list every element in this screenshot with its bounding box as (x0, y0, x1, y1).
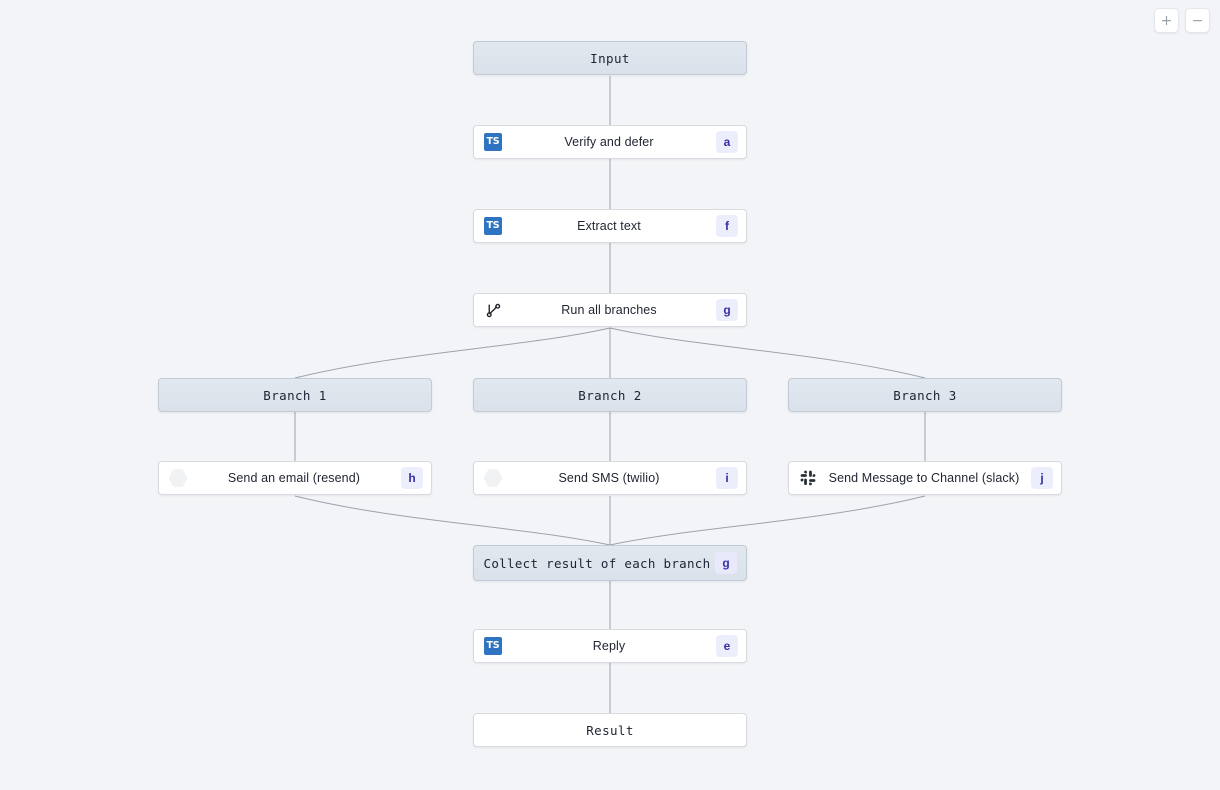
edge-runall-branch3 (609, 327, 926, 379)
node-run-all-branches-badge[interactable]: g (716, 299, 738, 321)
node-branch-1-label: Branch 1 (263, 387, 327, 403)
node-send-sms-badge[interactable]: i (716, 467, 738, 489)
node-verify-and-defer-badge[interactable]: a (716, 131, 738, 153)
edge-runall-branch1 (294, 327, 611, 379)
node-extract-text-badge[interactable]: f (716, 215, 738, 237)
node-send-sms[interactable]: Send SMS (twilio) i (473, 461, 747, 495)
zoom-in-button[interactable]: + (1154, 8, 1179, 33)
edge-email-collect (294, 495, 611, 546)
node-extract-text-label: Extract text (577, 219, 641, 233)
node-reply-label: Reply (592, 639, 626, 653)
slack-icon (797, 467, 819, 489)
node-send-message-to-channel-label: Send Message to Channel (slack) (828, 471, 1020, 485)
node-branch-2-label: Branch 2 (578, 387, 642, 403)
node-input[interactable]: Input (473, 41, 747, 75)
zoom-out-button[interactable]: − (1185, 8, 1210, 33)
node-reply[interactable]: TS Reply e (473, 629, 747, 663)
node-branch-2[interactable]: Branch 2 (473, 378, 747, 412)
node-collect-result[interactable]: Collect result of each branch g (473, 545, 747, 581)
zoom-controls: + − (1154, 8, 1210, 33)
node-run-all-branches[interactable]: Run all branches g (473, 293, 747, 327)
ts-icon: TS (482, 635, 504, 657)
node-result-label: Result (586, 722, 634, 738)
node-input-label: Input (590, 50, 630, 66)
node-branch-3[interactable]: Branch 3 (788, 378, 1062, 412)
resend-icon (167, 467, 189, 489)
node-send-sms-label: Send SMS (twilio) (558, 471, 660, 485)
ts-icon: TS (482, 215, 504, 237)
branch-icon (482, 299, 504, 321)
ts-icon: TS (482, 131, 504, 153)
node-result[interactable]: Result (473, 713, 747, 747)
node-reply-badge[interactable]: e (716, 635, 738, 657)
node-extract-text[interactable]: TS Extract text f (473, 209, 747, 243)
node-send-an-email-label: Send an email (resend) (227, 471, 361, 485)
node-send-an-email[interactable]: Send an email (resend) h (158, 461, 432, 495)
node-verify-and-defer-label: Verify and defer (564, 135, 654, 149)
node-send-message-to-channel-badge[interactable]: j (1031, 467, 1053, 489)
node-collect-result-badge[interactable]: g (715, 552, 737, 574)
node-send-an-email-badge[interactable]: h (401, 467, 423, 489)
node-send-message-to-channel[interactable]: Send Message to Channel (slack) j (788, 461, 1062, 495)
twilio-icon (482, 467, 504, 489)
node-run-all-branches-label: Run all branches (561, 303, 657, 317)
node-collect-result-label: Collect result of each branch (483, 555, 711, 571)
edge-slack-collect (609, 495, 926, 546)
node-branch-1[interactable]: Branch 1 (158, 378, 432, 412)
node-verify-and-defer[interactable]: TS Verify and defer a (473, 125, 747, 159)
node-branch-3-label: Branch 3 (893, 387, 957, 403)
